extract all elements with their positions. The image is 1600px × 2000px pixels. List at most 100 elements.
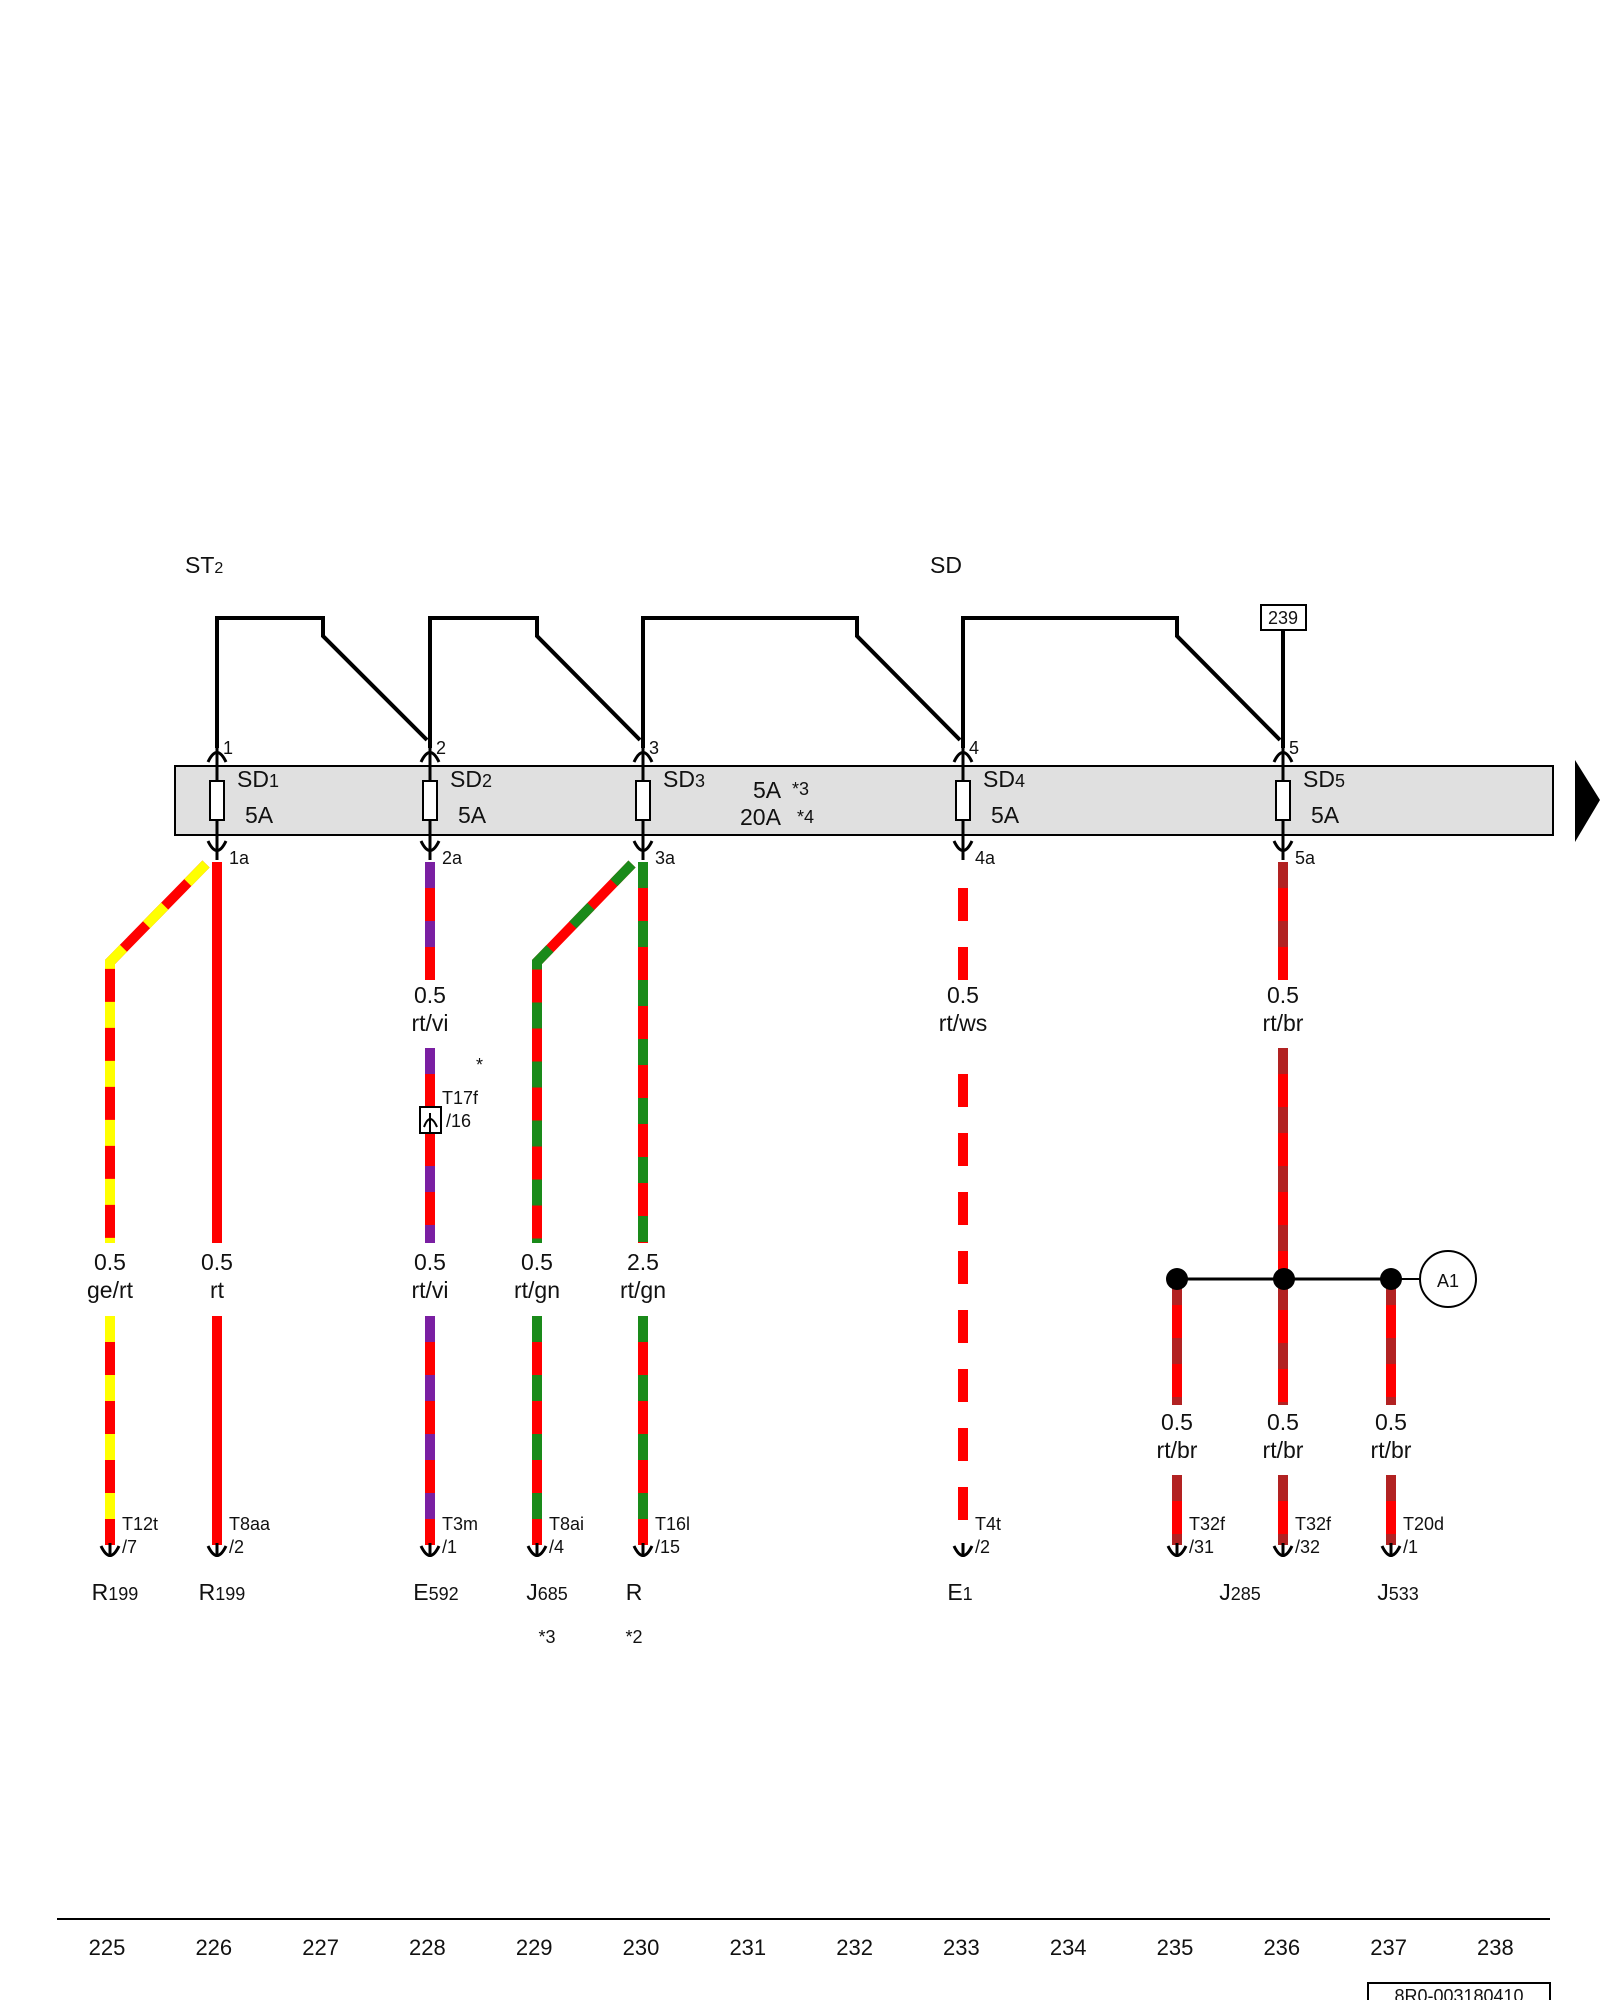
fuse-top-pin: 2 [436,738,446,758]
connector-pin: T3m/1 [419,1514,478,1557]
column-number: 225 [89,1935,126,1960]
footer-code-box: 8R0-003180410 [1367,1982,1551,2000]
connector-pin: T32f/31 [1166,1514,1226,1557]
terminal-pin-icon [632,1543,654,1557]
component-label: R*2 [625,1579,642,1647]
connector-name: T12t [122,1514,158,1534]
fuse-bus-bar [174,765,1554,836]
connector-pin-number: /2 [229,1537,244,1557]
terminal-pin-icon [1272,751,1294,765]
wire-label: 0.5rt/br [1371,1409,1412,1463]
column-number: 233 [943,1935,980,1960]
terminal-pin-icon [632,838,654,852]
wire-label: 0.5rt/br [1263,1409,1304,1463]
wire-color: rt/br [1371,1437,1412,1463]
component-id: E592 [413,1579,458,1605]
wire-color: rt/br [1263,1010,1304,1036]
column-number: 232 [836,1935,873,1960]
component-label: E1 [947,1579,972,1605]
component-label: E592 [413,1579,458,1605]
column-number: 235 [1157,1935,1194,1960]
column-number: 231 [729,1935,766,1960]
wire-label: 0.5rt/vi [411,982,448,1036]
top-bridge-wires [215,616,1285,748]
fuse-name: SD3 [663,766,705,792]
svg-text:/16: /16 [446,1111,471,1131]
inline-connector-t17f: T17f /16 * [419,1055,483,1134]
wire-label: 0.5ge/rt [87,1249,134,1303]
wire-ge-rt [105,860,210,1243]
connector-pin-number: /2 [975,1537,990,1557]
terminal-pin-icon [1166,1543,1188,1557]
connector-pin-number: /7 [122,1537,137,1557]
fuse-top-pin: 5 [1289,738,1299,758]
fuse-rating: 5A [245,802,274,828]
fuse-top-pin: 1 [223,738,233,758]
fuse-rating: 5A [991,802,1020,828]
component-label: J685*3 [526,1579,568,1647]
wire-label: 0.5rt/br [1157,1409,1198,1463]
terminal-pin-icon [419,751,441,765]
wire-color: rt/ws [939,1010,988,1036]
column-number: 237 [1370,1935,1407,1960]
wire-label: 0.5rt/gn [514,1249,560,1303]
connector-pin: T32f/32 [1272,1514,1332,1557]
component-id: J285 [1219,1579,1261,1605]
wire-label: 0.5rt [201,1249,233,1303]
column-number: 226 [195,1935,232,1960]
wire-color: rt/gn [514,1277,560,1303]
svg-text:8R0-003180410: 8R0-003180410 [1394,1986,1523,2000]
column-number: 236 [1263,1935,1300,1960]
connector-name: T32f [1189,1514,1226,1534]
fuse-bottom-pin: 2a [442,848,463,868]
fuse-name: SD2 [450,766,492,792]
terminal-pin-icon [952,1543,974,1557]
ref-box-239: 239 [1260,604,1307,631]
wire-label: 0.5rt/vi [411,1249,448,1303]
wire-color: rt [210,1277,225,1303]
wire-size: 0.5 [414,1249,446,1275]
terminal-pin-icon [632,751,654,765]
fuse-bottom-pin: 5a [1295,848,1316,868]
component-id: R [626,1579,643,1605]
wire-color: rt/vi [411,1010,448,1036]
terminal-pin-icon [206,838,228,852]
wire-label: 2.5rt/gn [620,1249,666,1303]
component-label: R199 [92,1579,139,1605]
component-note: *3 [538,1627,555,1647]
wire-color: rt/br [1263,1437,1304,1463]
column-number: 230 [623,1935,660,1960]
connector-pin: T8ai/4 [526,1514,584,1557]
connector-pin-number: /4 [549,1537,564,1557]
connector-pin-number: /15 [655,1537,680,1557]
svg-text:*: * [476,1055,483,1075]
terminal-pin-icon [419,1543,441,1557]
wire-color: rt/br [1157,1437,1198,1463]
fuse-name: SD4 [983,766,1025,792]
wire-size: 0.5 [414,982,446,1008]
terminal-pin-icon [419,838,441,852]
terminal-pin-icon [1380,1543,1402,1557]
component-id: J533 [1377,1579,1419,1605]
terminal-strip-label: ST2 [185,552,223,578]
terminal-pin-icon [1272,838,1294,852]
component-label: J533 [1377,1579,1419,1605]
terminal-pin-icon [99,1543,121,1557]
component-id: E1 [947,1579,972,1605]
column-number: 238 [1477,1935,1514,1960]
continuation-arrow-icon[interactable] [1575,760,1600,842]
terminal-pin-icon [206,1543,228,1557]
fuse-bottom-pin: 3a [655,848,676,868]
fuse-bottom-pin: 4a [975,848,996,868]
connector-pin-number: /1 [1403,1537,1418,1557]
wire-size: 2.5 [627,1249,659,1275]
fuse-note: *3 [792,779,809,799]
wire-label-group: 0.5ge/rt0.5rt0.5rt/vi0.5rt/vi0.5rt/gn2.5… [87,982,1412,1463]
wire-size: 0.5 [1267,1409,1299,1435]
connector-pin: T12t/7 [99,1514,158,1557]
connector-name: T32f [1295,1514,1332,1534]
